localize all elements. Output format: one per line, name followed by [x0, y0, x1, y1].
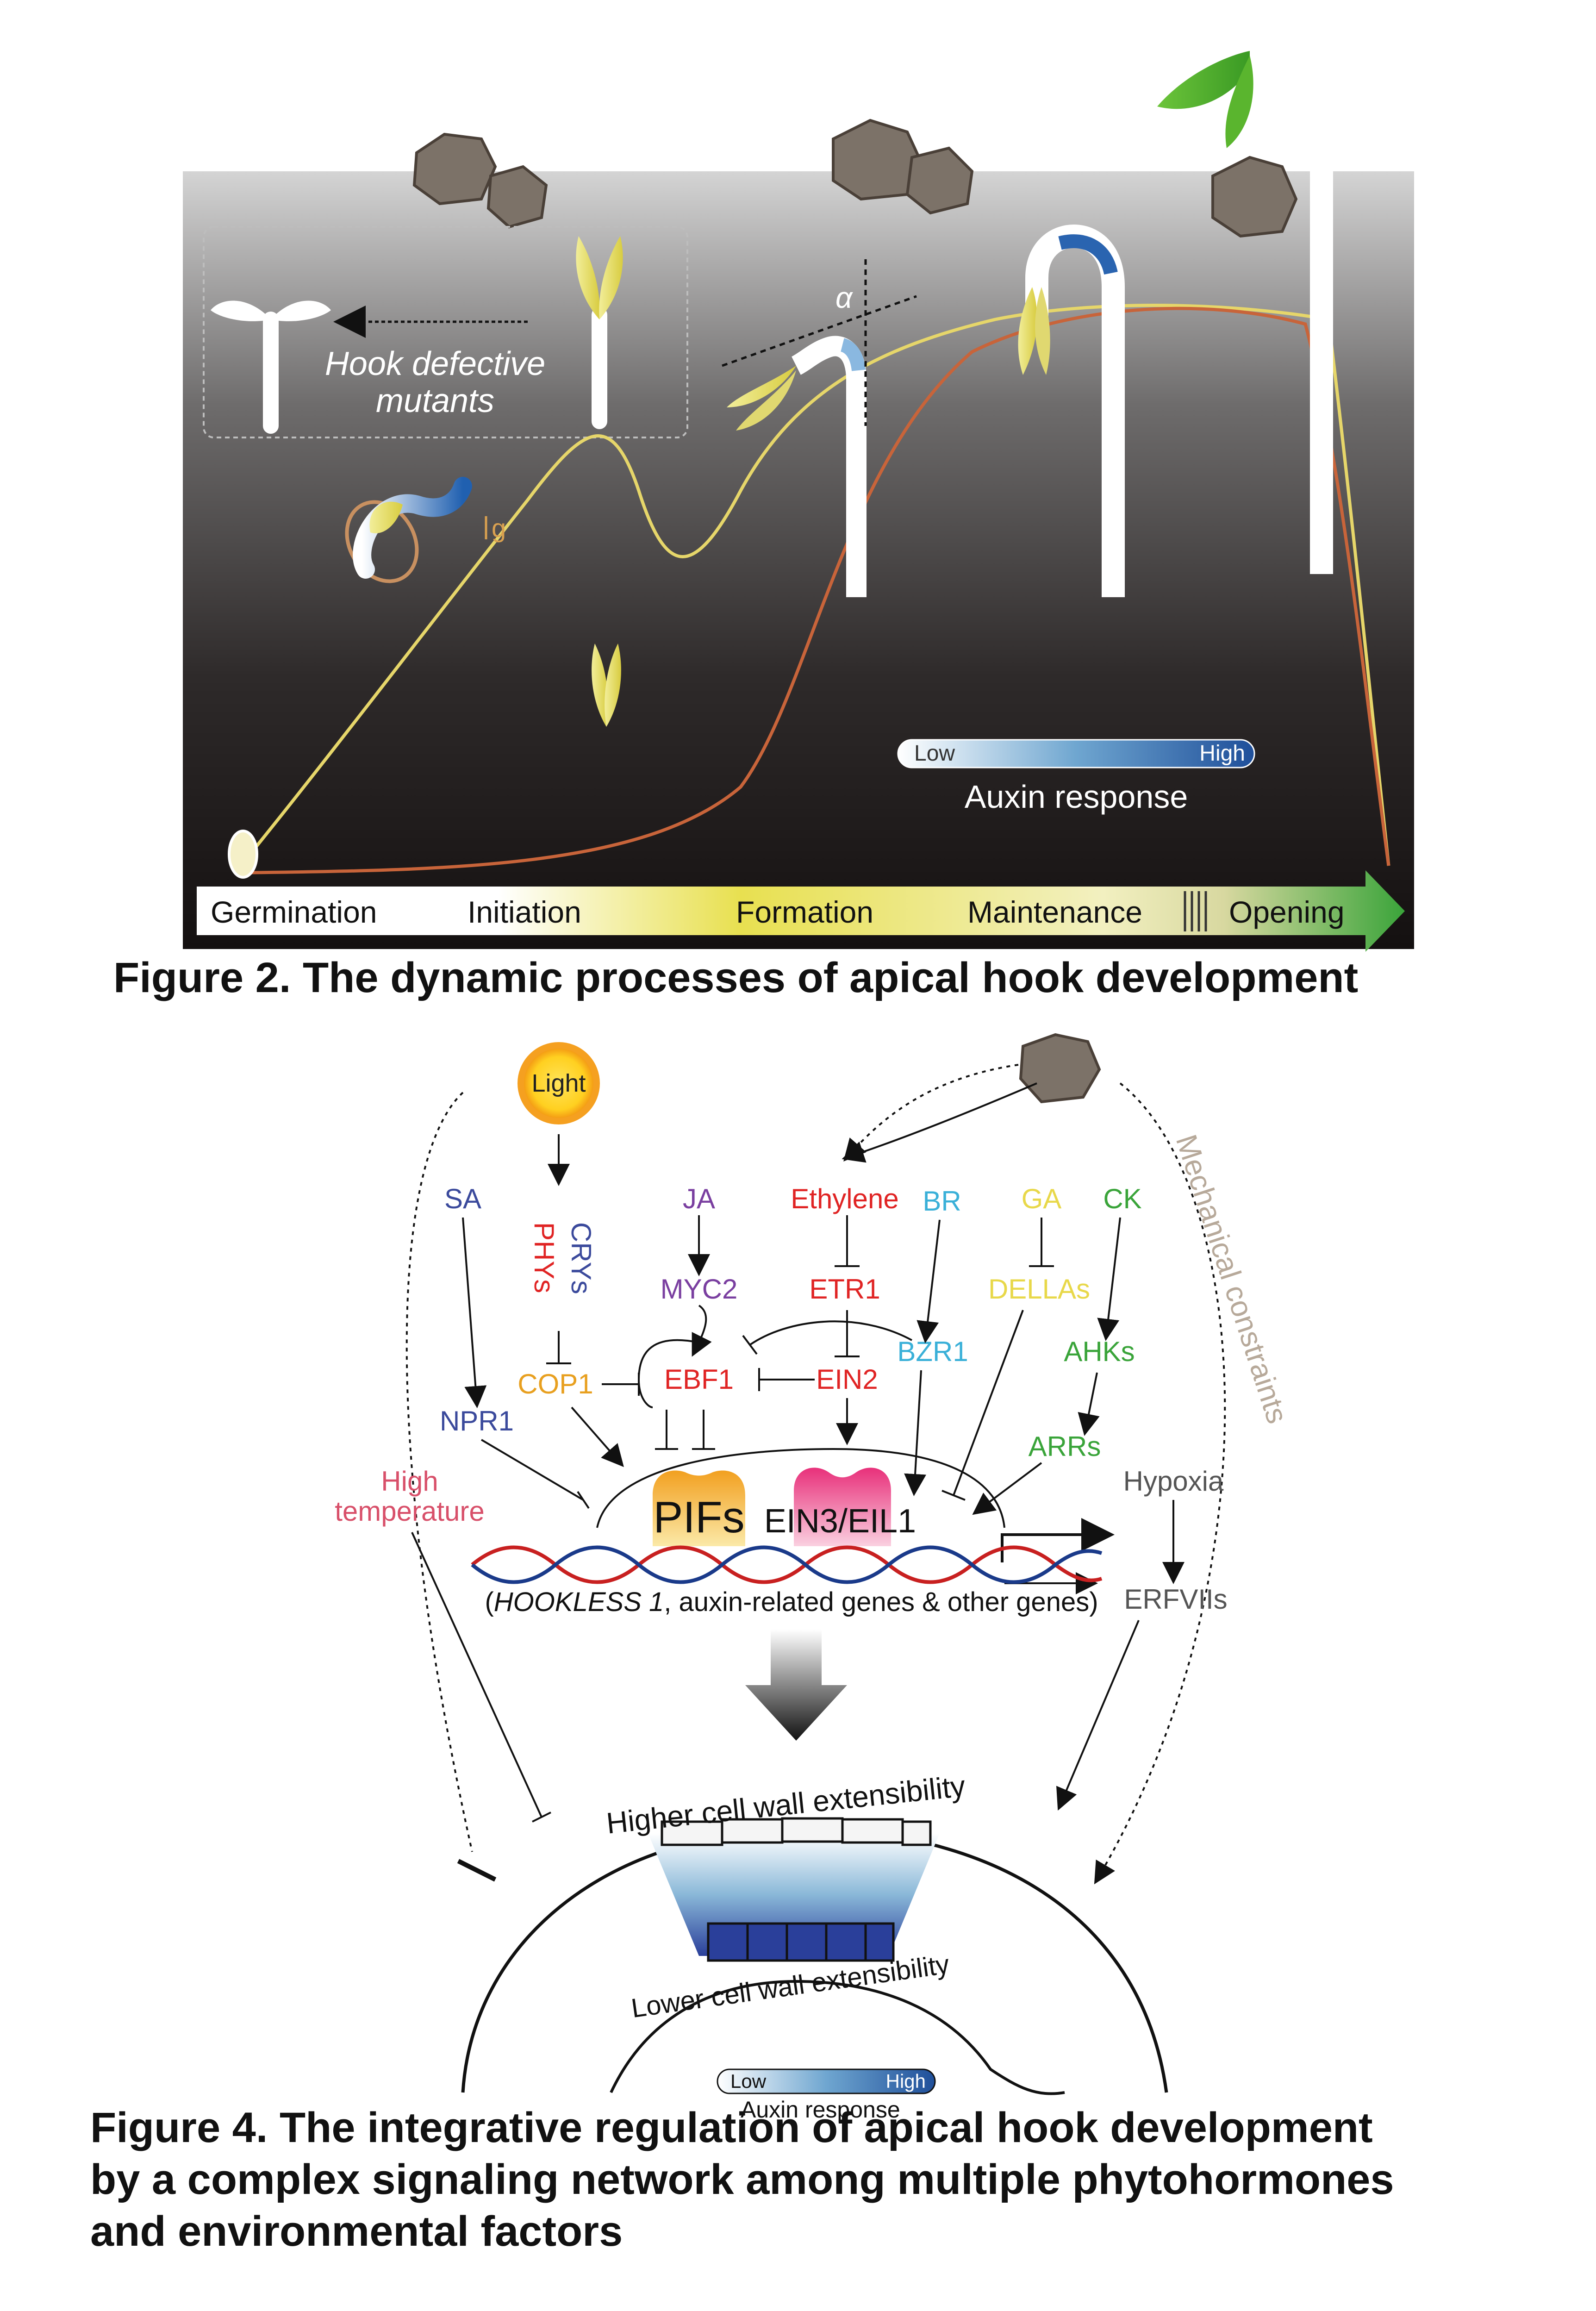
- mechanical-arc-left: [405, 1092, 473, 1852]
- node-high-temp-line1: High: [381, 1466, 438, 1497]
- soil-rock-icon: [832, 119, 974, 215]
- signaling-arrows: [462, 1082, 1185, 1811]
- mutant-label-line1: Hook defective: [325, 345, 545, 382]
- figure-2-diagram: Hook defective mutants g α: [183, 0, 1414, 952]
- lower-cells: [707, 1922, 895, 1962]
- node-crys: CRYs: [566, 1222, 597, 1294]
- node-myc2: MYC2: [661, 1274, 738, 1305]
- node-ahks: AHKs: [1064, 1336, 1135, 1367]
- angle-label: α: [835, 281, 853, 314]
- figure-4-caption-line1: Figure 4. The integrative regulation of …: [90, 2104, 1373, 2151]
- mutant-label-line2: mutants: [376, 382, 494, 419]
- node-high-temp-line2: temperature: [335, 1496, 485, 1527]
- node-npr1: NPR1: [440, 1405, 514, 1437]
- germinating-seedling: g: [345, 477, 506, 583]
- node-ck: CK: [1103, 1183, 1141, 1214]
- node-phys: PHYs: [529, 1222, 560, 1293]
- stage-bar: [197, 870, 1405, 952]
- node-bzr1: BZR1: [897, 1336, 968, 1367]
- node-ja: JA: [683, 1183, 715, 1214]
- formation-hook-seedling: α: [722, 259, 917, 597]
- node-sa: SA: [444, 1183, 481, 1214]
- figure-4-legend-title: Auxin response: [741, 2097, 900, 2123]
- figure-2-caption: Figure 2. The dynamic processes of apica…: [113, 954, 1359, 1001]
- figure-4-caption-line2: by a complex signaling network among mul…: [90, 2156, 1394, 2203]
- stage-germination: Germination: [211, 895, 377, 929]
- node-mechanical: Mechanical constraints: [1170, 1131, 1295, 1427]
- opening-seedling: [1157, 20, 1333, 574]
- upper-cells: [661, 1817, 932, 1846]
- soil-rock-icon: [412, 132, 548, 229]
- auxin-legend-bar-4: [717, 2068, 936, 2094]
- genes-note: (HOOKLESS 1, auxin-related genes & other…: [485, 1587, 1098, 1617]
- auxin-legend-high-4: High: [886, 2070, 926, 2092]
- mechanical-arc-right: [1094, 1082, 1226, 1885]
- auxin-legend-low: Low: [914, 741, 955, 766]
- node-br: BR: [923, 1186, 961, 1217]
- figure-4-diagram: Light Mechanical constraints SA JA Ethyl…: [335, 1033, 1295, 2095]
- figure-4-caption: Figure 4. The integrative regulation of …: [90, 2102, 1571, 2257]
- signaling-inhibitions: [411, 1215, 1054, 1823]
- transcription-start-arrow: [1001, 1518, 1115, 1562]
- node-etr1: ETR1: [809, 1274, 880, 1305]
- node-cop1: COP1: [517, 1368, 593, 1399]
- node-hypoxia: Hypoxia: [1123, 1466, 1224, 1497]
- node-ebf1: EBF1: [664, 1364, 734, 1395]
- soil-rock-icon: [1211, 156, 1298, 238]
- big-down-arrow: [745, 1630, 847, 1741]
- node-ga: GA: [1022, 1183, 1062, 1214]
- gravity-label: g: [492, 513, 506, 543]
- light-sun-icon: [517, 1042, 600, 1124]
- mutants-box: [203, 226, 688, 438]
- node-erfviis: ERFVIIs: [1124, 1584, 1227, 1615]
- auxin-legend-title: Auxin response: [965, 779, 1188, 815]
- mechanical-rock-icon: [1019, 1033, 1101, 1104]
- stage-separator: [1184, 891, 1207, 931]
- stage-maintenance: Maintenance: [967, 895, 1142, 929]
- figure-4-caption-line3: and environmental factors: [90, 2208, 623, 2255]
- mutant-seedling-upright: [576, 236, 623, 429]
- node-ein2: EIN2: [816, 1364, 878, 1395]
- node-pifs: PIFs: [653, 1493, 744, 1542]
- auxin-legend-low-4: Low: [730, 2070, 767, 2092]
- pifs-protein: [653, 1470, 745, 1546]
- ein3-protein: [794, 1468, 891, 1546]
- stage-opening: Opening: [1229, 895, 1345, 929]
- auxin-legend-bar: [897, 739, 1255, 768]
- auxin-legend-high: High: [1199, 741, 1245, 766]
- tf-arch: [596, 1448, 1005, 1528]
- stage-formation: Formation: [736, 895, 873, 929]
- node-arrs: ARRs: [1029, 1431, 1101, 1462]
- apical-hook-inner-outline: [610, 1980, 1065, 2095]
- node-della: DELLAs: [988, 1274, 1090, 1305]
- stage-initiation: Initiation: [468, 895, 581, 929]
- figure-2-background: [183, 171, 1414, 949]
- node-ein3: EIN3/EIL1: [764, 1503, 916, 1540]
- seed-icon: [228, 830, 258, 879]
- node-light: Light: [531, 1069, 586, 1097]
- initiation-seedling: [592, 643, 621, 875]
- maintenance-hook-seedling: [1018, 224, 1125, 597]
- dna-helix: [471, 1545, 1103, 1584]
- hook-angle-curve: [239, 304, 1390, 867]
- mutant-seedling-opened: [211, 300, 331, 434]
- node-ethylene: Ethylene: [791, 1183, 899, 1214]
